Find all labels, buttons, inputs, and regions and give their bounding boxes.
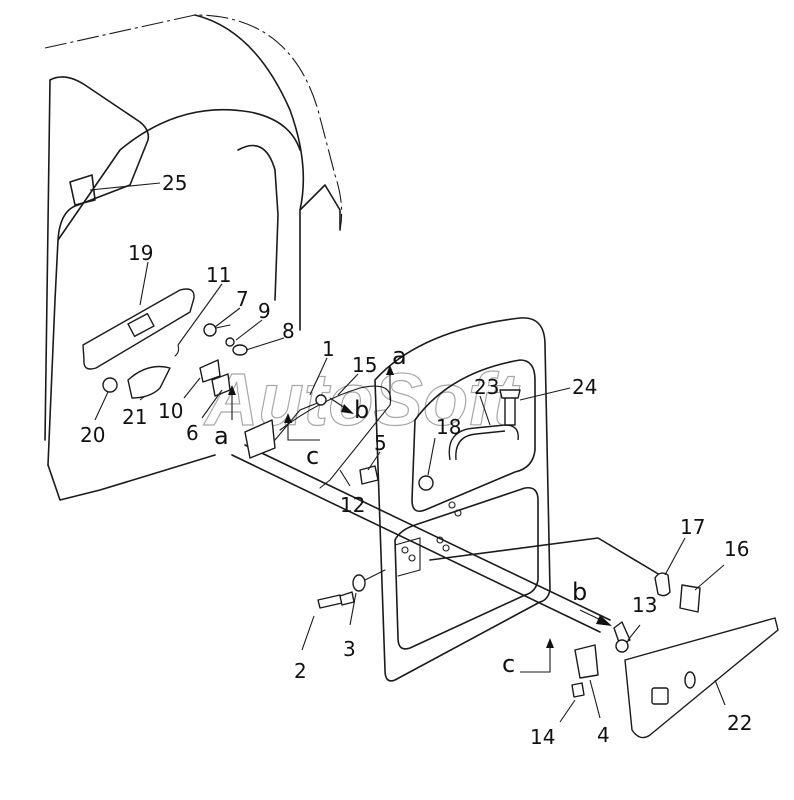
callout-18: 18 (436, 415, 461, 439)
callout-2: 2 (294, 659, 307, 683)
callout-14: 14 (530, 725, 555, 749)
leader-lines (89, 182, 726, 723)
cable-assembly (274, 385, 392, 489)
door-frame (374, 317, 551, 682)
callout-23: 23 (474, 375, 499, 399)
callout-25: 25 (162, 171, 187, 195)
callout-3: 3 (343, 637, 356, 661)
callout-24: 24 (572, 375, 597, 399)
callout-11: 11 (206, 263, 231, 287)
callout-4: 4 (597, 723, 610, 747)
callout-5: 5 (374, 431, 387, 455)
callout-6: 6 (186, 421, 199, 445)
callout-9: 9 (258, 299, 271, 323)
callout-22: 22 (727, 711, 752, 735)
callout-16: 16 (724, 537, 749, 561)
view-marker-a-top: a (392, 342, 407, 370)
callout-8: 8 (282, 319, 295, 343)
view-marker-b-right: b (572, 578, 587, 606)
callout-1: 1 (322, 337, 335, 361)
cab-body (44, 14, 343, 501)
view-marker-a-left: a (214, 422, 229, 450)
view-arrows (228, 365, 612, 673)
callout-17: 17 (680, 515, 705, 539)
callout-21: 21 (122, 405, 147, 429)
callout-10: 10 (158, 399, 183, 423)
view-marker-b-top: b (354, 396, 369, 424)
callout-12: 12 (340, 493, 365, 517)
callout-labels: 25 19 11 7 9 8 1 15 10 20 21 6 5 12 18 2… (80, 171, 752, 749)
door-rod (231, 444, 661, 633)
left-latch-assembly (82, 288, 276, 459)
view-marker-labels: a a b b c c (214, 342, 587, 678)
right-parts (418, 389, 779, 739)
callout-20: 20 (80, 423, 105, 447)
view-marker-c-bottom: c (502, 650, 515, 678)
callout-15: 15 (352, 353, 377, 377)
callout-7: 7 (236, 287, 249, 311)
callout-19: 19 (128, 241, 153, 265)
bottom-fasteners (317, 501, 462, 609)
callout-13: 13 (632, 593, 657, 617)
view-marker-c-left: c (306, 442, 319, 470)
